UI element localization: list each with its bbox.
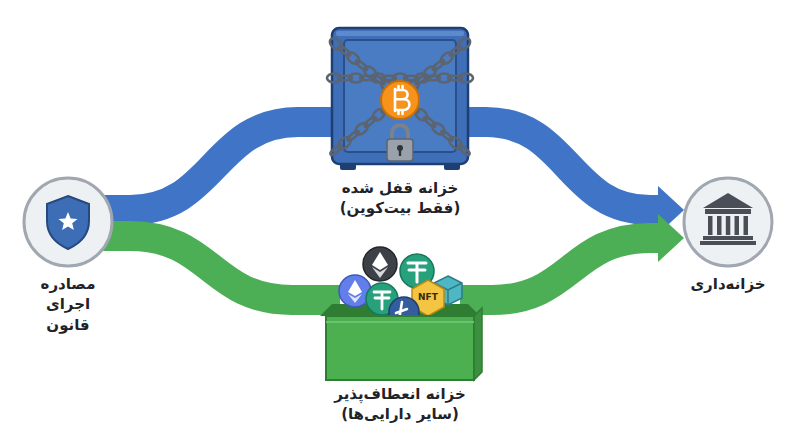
coin-eth-dark bbox=[363, 247, 397, 281]
chain-link bbox=[459, 74, 473, 83]
chain-link bbox=[457, 144, 471, 156]
coin-label: NFT bbox=[413, 291, 443, 304]
treasury-node: خزانه‌داری bbox=[684, 176, 772, 298]
chain-link bbox=[439, 50, 456, 66]
flow-band-path bbox=[98, 236, 340, 300]
node-text-holder: خزانه انعطاف‌پذیر (سایر دارایی‌ها) bbox=[326, 384, 474, 425]
node-text-holder: خزانه‌داری bbox=[682, 274, 774, 294]
flow-band bbox=[98, 236, 340, 300]
node-label: خزانه قفل شده (فقط بیت‌کوین) bbox=[339, 178, 461, 219]
chain-link bbox=[338, 45, 352, 57]
chain-link bbox=[353, 121, 370, 137]
locked-vault bbox=[327, 28, 473, 170]
flow-band-path bbox=[454, 122, 660, 210]
chain-link bbox=[449, 45, 463, 57]
chain-link bbox=[336, 135, 353, 151]
node-text-holder: مصادره اجرای قانون bbox=[22, 274, 114, 335]
node-label: خزانه‌داری bbox=[682, 274, 774, 294]
chain-link bbox=[456, 36, 473, 52]
chain-link bbox=[355, 59, 369, 71]
flow-band bbox=[454, 122, 684, 234]
flexible-vault bbox=[320, 247, 482, 380]
node-text-holder: خزانه قفل شده (فقط بیت‌کوین) bbox=[339, 178, 461, 219]
chain-link bbox=[328, 36, 345, 52]
chain-link bbox=[345, 50, 362, 66]
seizure-badge: مصادره اجرای قانون bbox=[24, 176, 112, 339]
arrow-head bbox=[658, 214, 684, 262]
flow-band-path bbox=[98, 122, 346, 210]
chain-link bbox=[447, 135, 464, 151]
node-label: مصادره اجرای قانون bbox=[22, 274, 114, 335]
police-badge-icon bbox=[24, 178, 112, 266]
bank-icon bbox=[684, 178, 772, 266]
chain-link bbox=[430, 121, 447, 137]
flow-band-path bbox=[460, 238, 660, 300]
chain-link bbox=[432, 59, 446, 71]
chain-link bbox=[329, 144, 343, 156]
node-label: خزانه انعطاف‌پذیر (سایر دارایی‌ها) bbox=[326, 384, 474, 425]
flexible-vault-box: خزانه انعطاف‌پذیر (سایر دارایی‌ها) bbox=[326, 250, 474, 429]
flow-band bbox=[460, 214, 684, 300]
chain-link bbox=[440, 130, 454, 142]
chain-link bbox=[423, 116, 437, 128]
locked-vault-box: خزانه قفل شده (فقط بیت‌کوین) bbox=[332, 22, 468, 223]
flow-band bbox=[98, 122, 346, 210]
chain-link bbox=[363, 116, 377, 128]
chain-link bbox=[346, 130, 360, 142]
